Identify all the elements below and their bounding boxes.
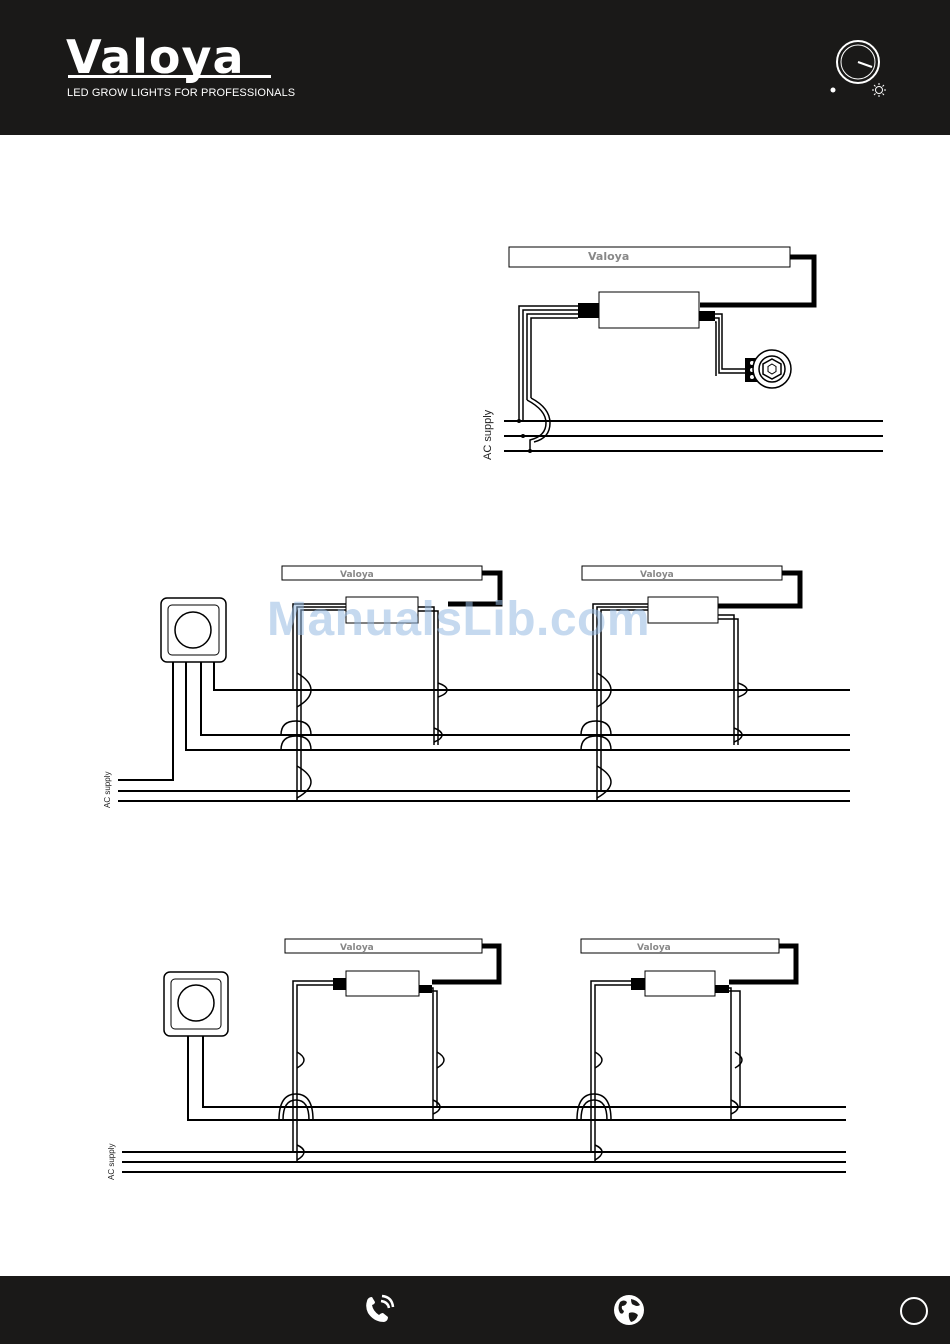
- diagram1-ac-supply-label: AC supply: [482, 409, 494, 460]
- diagram3-lamp-a-label: Valoya: [340, 943, 374, 953]
- globe-icon: [612, 1293, 646, 1327]
- diagram-analog-parallel: [122, 939, 846, 1172]
- diagram3-ac-supply-label: AC supply: [107, 1144, 116, 1180]
- footer-bar: [0, 1276, 950, 1344]
- watermark: ManualsLib.com: [267, 592, 650, 647]
- page-circle-icon: [898, 1295, 930, 1327]
- diagram1-lamp-label: Valoya: [588, 250, 629, 263]
- phone-icon: [362, 1293, 396, 1327]
- diagram-single-fixture: [504, 247, 883, 453]
- diagram2-lamp-b-label: Valoya: [640, 570, 674, 580]
- diagram3-lamp-b-label: Valoya: [637, 943, 671, 953]
- diagram2-ac-supply-label: AC supply: [103, 772, 112, 808]
- diagram2-lamp-a-label: Valoya: [340, 570, 374, 580]
